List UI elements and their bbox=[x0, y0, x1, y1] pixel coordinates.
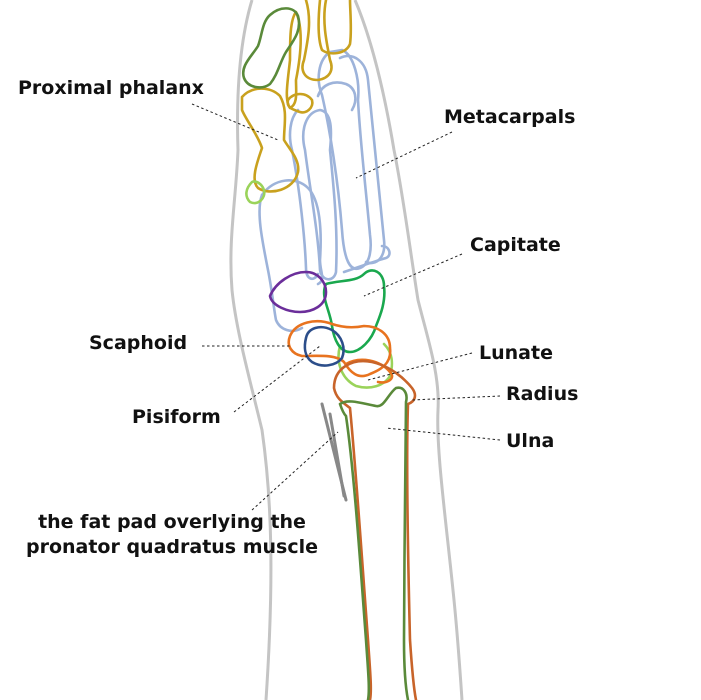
label-pisiform: Pisiform bbox=[132, 406, 221, 428]
label-fat-pad-line-1: the fat pad overlying the bbox=[38, 511, 306, 533]
skin-outline-left bbox=[229, 0, 273, 700]
label-lunate: Lunate bbox=[479, 342, 553, 364]
phalanx-green bbox=[241, 7, 301, 89]
leader-lines bbox=[191, 103, 501, 511]
scaphoid-bone bbox=[268, 270, 328, 314]
skin-outline-right bbox=[353, 0, 464, 700]
metacarpals-bones bbox=[258, 48, 391, 333]
capitate-bone bbox=[322, 269, 386, 354]
label-metacarpals: Metacarpals bbox=[444, 106, 575, 128]
skin-outline bbox=[229, 0, 464, 700]
light-green-bones bbox=[245, 180, 394, 389]
label-scaphoid: Scaphoid bbox=[89, 332, 187, 354]
label-fat-pad-line-2: pronator quadratus muscle bbox=[26, 536, 318, 558]
label-ulna: Ulna bbox=[506, 430, 554, 452]
label-proximal-phalanx: Proximal phalanx bbox=[18, 77, 204, 99]
label-capitate: Capitate bbox=[470, 234, 561, 256]
radius-bone bbox=[332, 359, 418, 700]
ulna-bone bbox=[338, 386, 410, 700]
fat-pad-lines bbox=[320, 402, 348, 502]
label-radius: Radius bbox=[506, 383, 578, 405]
